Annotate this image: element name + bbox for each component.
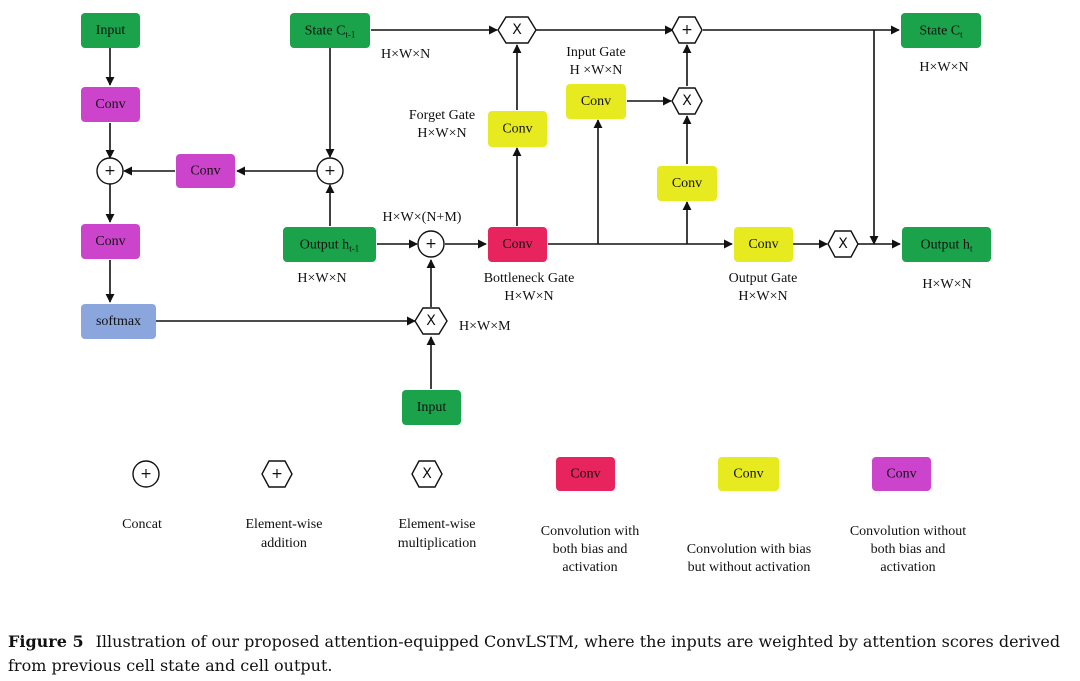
forget-dim: H×W×N xyxy=(417,126,466,141)
state-next-node: State Ct xyxy=(901,13,981,48)
legend-pink-line1: Convolution with xyxy=(541,524,639,539)
figure-label: Figure 5 xyxy=(8,632,84,651)
concat-state-symbol: + xyxy=(324,163,336,179)
output-mult-symbol: X xyxy=(838,236,848,252)
attention-mult-node: X xyxy=(414,307,448,335)
attention-mult-symbol: X xyxy=(426,313,436,329)
state-next-label: State Ct xyxy=(919,23,963,40)
input-conv-node: Conv xyxy=(566,84,626,119)
state-prev-dim: H×W×N xyxy=(381,47,430,62)
connections xyxy=(105,25,901,389)
output-gate-label: Output Gate xyxy=(729,271,798,286)
legend-magenta-line1: Convolution without xyxy=(850,524,966,539)
input-bottom-node: Input xyxy=(402,390,461,425)
conv-left-1-node: Conv xyxy=(81,87,140,122)
concat-input-node: + xyxy=(417,230,445,258)
legend-multiplication-line2: multiplication xyxy=(398,536,477,551)
output-conv-label: Conv xyxy=(748,237,778,252)
output-conv-node: Conv xyxy=(734,227,793,262)
legend-conv-pink-label: Conv xyxy=(570,467,600,482)
state-next-dim: H×W×N xyxy=(919,60,968,75)
output-prev-dim: H×W×N xyxy=(297,271,346,286)
state-prev-node: State Ct-1 xyxy=(290,13,370,48)
input-gate-label: Input Gate xyxy=(566,45,625,60)
candidate-conv-node: Conv xyxy=(657,166,717,201)
conv-mid-node: Conv xyxy=(176,154,235,188)
output-prev-label: Output ht-1 xyxy=(300,237,359,254)
bottleneck-conv-label: Conv xyxy=(502,237,532,252)
legend-multiplication-line1: Element-wise xyxy=(399,517,476,532)
legend-concat: + Concat xyxy=(122,460,162,532)
output-mult-node: X xyxy=(827,230,859,258)
legend-conv-pink: Conv Convolution with both bias and acti… xyxy=(541,457,639,575)
forget-conv-label: Conv xyxy=(502,122,532,137)
concat-state-node: + xyxy=(316,157,344,185)
concat-input-symbol: + xyxy=(425,236,437,252)
input-top-node: Input xyxy=(81,13,140,48)
state-add-node: + xyxy=(671,16,703,44)
input-mult-symbol: X xyxy=(682,93,692,109)
concat-left-symbol: + xyxy=(104,163,116,179)
softmax-node: softmax xyxy=(81,304,156,339)
legend-multiplication-symbol: X xyxy=(422,466,432,482)
legend-addition-line1: Element-wise xyxy=(246,517,323,532)
legend-conv-magenta-label: Conv xyxy=(886,467,916,482)
legend-conv-magenta: Conv Convolution without both bias and a… xyxy=(850,457,966,575)
concat-dim: H×W×(N+M) xyxy=(383,210,462,225)
conv-left-2-node: Conv xyxy=(81,224,140,259)
input-dim: H ×W×N xyxy=(570,63,623,78)
figure-caption-text: Illustration of our proposed attention-e… xyxy=(8,632,1061,675)
conv-left-2-label: Conv xyxy=(95,234,125,249)
forget-mult-node: X xyxy=(497,16,537,44)
legend-addition: + Element-wise addition xyxy=(246,460,323,551)
state-add-symbol: + xyxy=(681,22,693,38)
state-prev-label: State Ct-1 xyxy=(305,23,356,40)
legend-conv-yellow: Conv Convolution with bias but without a… xyxy=(687,457,811,575)
legend-multiplication: X Element-wise multiplication xyxy=(398,460,477,551)
mult-dim: H×W×M xyxy=(459,319,511,334)
input-top-label: Input xyxy=(96,23,126,38)
bottleneck-dim: H×W×N xyxy=(504,289,553,304)
conv-left-1-label: Conv xyxy=(95,97,125,112)
legend-pink-line3: activation xyxy=(562,560,617,575)
softmax-label: softmax xyxy=(96,314,141,329)
output-prev-node: Output ht-1 xyxy=(283,227,376,262)
output-dim: H×W×N xyxy=(738,289,787,304)
legend-magenta-line3: activation xyxy=(880,560,935,575)
forget-mult-symbol: X xyxy=(512,22,522,38)
legend-yellow-line2: but without activation xyxy=(688,560,811,575)
legend-addition-symbol: + xyxy=(271,466,283,482)
conv-mid-label: Conv xyxy=(190,164,220,179)
output-next-dim: H×W×N xyxy=(922,277,971,292)
concat-left-node: + xyxy=(96,157,124,185)
bottleneck-conv-node: Conv xyxy=(488,227,547,262)
convlstm-diagram: Input Conv + Conv Conv softmax State Ct-… xyxy=(81,13,991,575)
output-next-node: Output ht xyxy=(902,227,991,262)
legend-magenta-line2: both bias and xyxy=(871,542,946,557)
legend-concat-symbol: + xyxy=(140,466,152,482)
forget-conv-node: Conv xyxy=(488,111,547,147)
output-next-label: Output ht xyxy=(921,237,973,254)
input-mult-node: X xyxy=(671,87,703,115)
legend: + Concat + Element-wise addition X Eleme… xyxy=(122,457,966,575)
candidate-conv-label: Conv xyxy=(672,176,702,191)
forget-gate-label: Forget Gate xyxy=(409,108,475,123)
legend-addition-line2: addition xyxy=(261,536,307,551)
input-bottom-label: Input xyxy=(417,400,447,415)
legend-pink-line2: both bias and xyxy=(553,542,628,557)
legend-conv-yellow-label: Conv xyxy=(733,467,763,482)
input-conv-label: Conv xyxy=(581,94,611,109)
legend-concat-label: Concat xyxy=(122,517,162,532)
legend-yellow-line1: Convolution with bias xyxy=(687,542,811,557)
bottleneck-gate-label: Bottleneck Gate xyxy=(484,271,575,286)
